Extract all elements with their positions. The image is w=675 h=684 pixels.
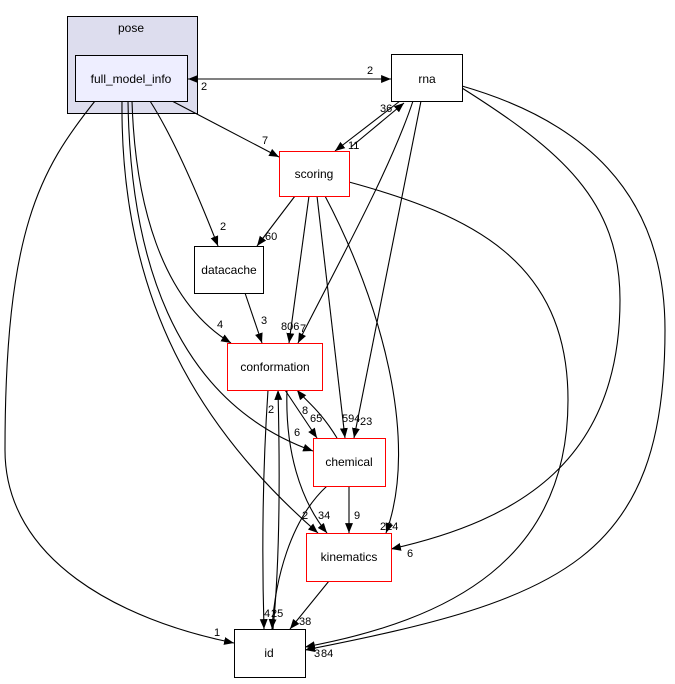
edge-scoring-datacache [256, 195, 296, 247]
edge-label: 65 [310, 413, 322, 425]
edge-label: 25 [271, 608, 283, 620]
node-full-model-info[interactable]: full_model_info [75, 55, 188, 102]
edge-datacache-conformation [244, 292, 263, 344]
edge-label: 8 [302, 405, 308, 417]
node-id[interactable]: id [234, 629, 306, 678]
edge-conformation-kinematics [286, 389, 328, 534]
edge-scoring-conformation [286, 195, 310, 344]
edge-rna-scoring [334, 100, 401, 152]
edge-label: 3 [314, 648, 320, 660]
edge-rna-kinematics [390, 87, 621, 551]
edge-label: 3 [261, 315, 267, 327]
cluster-label: pose [118, 21, 144, 35]
node-conformation[interactable]: conformation [227, 343, 323, 391]
node-label: rna [418, 72, 436, 86]
edge-label: 6 [407, 548, 413, 560]
edge-label: 23 [360, 416, 372, 428]
edge-fmi-kinematics [121, 100, 319, 534]
edge-chemical-id [268, 485, 328, 630]
edge-kinematics-id [289, 580, 330, 630]
edge-labels: 2 2 7 2 4 6 2 1 11 36 60 3 806 7 594 23 … [201, 65, 413, 660]
edge-label: 2 [201, 81, 207, 93]
edge-label: 9 [354, 510, 360, 522]
node-label: datacache [201, 263, 257, 277]
edge-label: 38 [299, 616, 311, 628]
node-rna[interactable]: rna [391, 54, 463, 102]
edge-label: 7 [262, 135, 268, 147]
edge-label: 1 [214, 627, 220, 639]
node-label: kinematics [321, 550, 378, 564]
edge-label: 7 [300, 323, 306, 335]
edge-rna-id [304, 85, 666, 652]
edge-fmi-chemical [127, 100, 314, 452]
edge-conformation-id [259, 389, 269, 630]
edge-label: 11 [348, 140, 359, 152]
edge-label: 6 [294, 427, 300, 439]
edge-chemical-conformation [296, 389, 338, 439]
edge-label: 2 [302, 510, 308, 522]
edge-fmi-id [4, 100, 235, 645]
node-label: chemical [325, 455, 372, 469]
edge-label: 594 [342, 413, 360, 425]
edge-label: 2 [220, 221, 226, 233]
edge-fmi-scoring [171, 100, 280, 158]
edge-label: 4 [264, 608, 270, 620]
node-scoring[interactable]: scoring [279, 151, 350, 197]
edge-label: 806 [281, 321, 299, 333]
edge-label: 224 [380, 521, 398, 533]
node-chemical[interactable]: chemical [313, 438, 386, 487]
edge-scoring-kinematics [324, 195, 400, 534]
edge-label: 60 [265, 231, 277, 243]
edge-conformation-chemical [284, 389, 318, 439]
edge-scoring-id [304, 181, 569, 650]
edge-label: 2 [367, 65, 373, 77]
node-label: id [264, 646, 273, 660]
edge-scoring-rna [350, 102, 405, 148]
edge-rna-chemical [352, 100, 422, 439]
edges [4, 75, 666, 652]
edge-label: 36 [380, 103, 392, 115]
edge-rna-conformation [297, 100, 414, 344]
edge-label: 4 [217, 319, 223, 331]
edge-label: 84 [321, 648, 333, 660]
edge-fmi-conformation [131, 100, 232, 344]
node-kinematics[interactable]: kinematics [306, 533, 392, 582]
node-label: full_model_info [91, 72, 172, 86]
edge-label: 2 [268, 404, 274, 416]
edge-scoring-chemical [316, 195, 348, 439]
edge-id-conformation [272, 389, 283, 630]
node-datacache[interactable]: datacache [194, 246, 264, 294]
node-label: scoring [295, 167, 334, 181]
edge-fmi-datacache [149, 100, 219, 247]
edge-label: 34 [318, 510, 330, 522]
node-label: conformation [240, 360, 309, 374]
